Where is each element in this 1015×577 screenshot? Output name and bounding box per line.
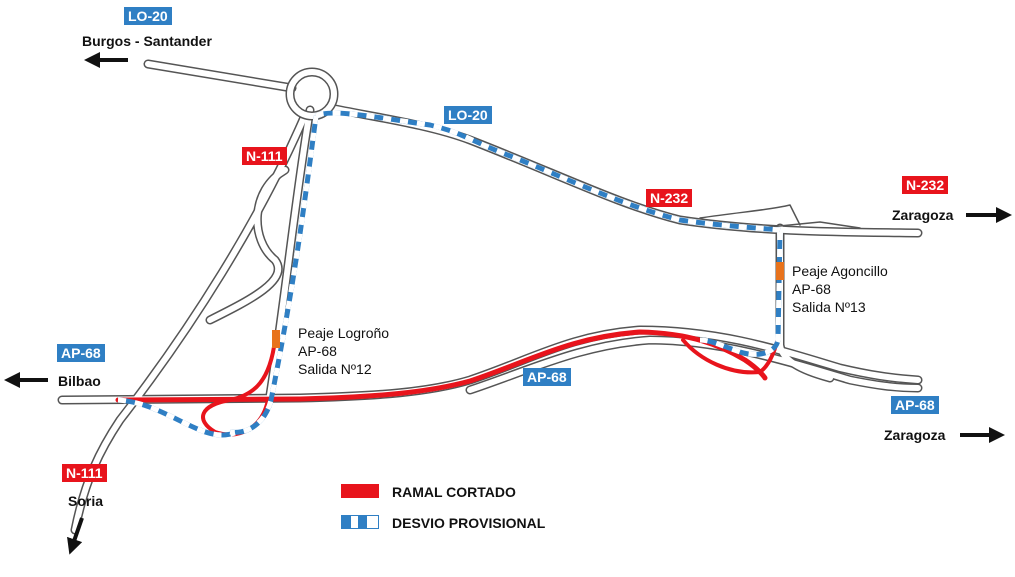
destination-bilbao: Bilbao [58,373,101,389]
toll-agoncillo-marker [776,262,784,280]
toll-logrono-name: Peaje Logroño [298,325,390,341]
badge-ap68-right: AP-68 [891,396,939,414]
toll-agoncillo-name: Peaje Agoncillo [792,263,888,279]
agoncillo-junction [699,204,861,229]
toll-agoncillo-label: Peaje Agoncillo AP-68 Salida Nº13 [792,262,888,316]
toll-logrono-road: AP-68 [298,343,337,359]
direction-arrows [4,52,1012,555]
badge-lo20-mid: LO-20 [444,106,492,124]
badge-n111-bottom: N-111 [62,464,107,482]
closed-ramp-ap68-main [115,329,768,403]
legend-detour-swatch [341,515,379,529]
badge-n111-top: N-111 [242,147,287,165]
arrow-down-icon [67,517,84,555]
legend-closed-swatch [341,484,379,498]
destination-soria: Soria [68,493,104,509]
detour-agoncillo [699,231,783,357]
badge-ap68-left: AP-68 [57,344,105,362]
toll-logrono-marker [272,330,280,348]
badge-ap68-mid: AP-68 [523,368,571,386]
toll-logrono-exit: Salida Nº12 [298,361,372,377]
legend-closed-label: RAMAL CORTADO [392,484,516,500]
badge-lo20-top: LO-20 [124,7,172,25]
destination-zaragoza-bottom: Zaragoza [884,427,946,443]
toll-agoncillo-exit: Salida Nº13 [792,299,866,315]
closed-ramp-logrono-loop [201,338,277,437]
toll-logrono-label: Peaje Logroño AP-68 Salida Nº12 [298,324,389,378]
badge-n232-mid: N-232 [646,189,693,207]
destination-zaragoza-top: Zaragoza [892,207,954,223]
road-network [57,59,923,535]
detour-routes [117,110,783,438]
destination-burgos: Burgos - Santander [82,33,212,49]
legend-detour-label: DESVIO PROVISIONAL [392,515,546,531]
toll-agoncillo-road: AP-68 [792,281,831,297]
badge-n232-right: N-232 [902,176,949,194]
